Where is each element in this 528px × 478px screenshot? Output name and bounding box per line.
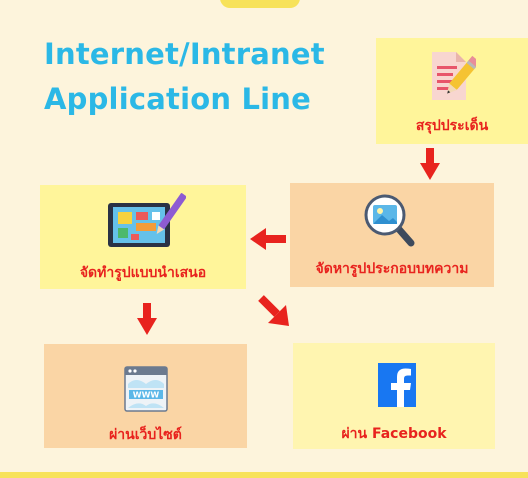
title-line-1: Internet/Intranet xyxy=(44,37,325,71)
www-browser-icon: WWW xyxy=(124,366,168,412)
node-facebook: ผ่าน Facebook xyxy=(293,343,495,449)
arrow-design-to-facebook xyxy=(258,295,289,326)
node-summarize-label: สรุปประเด็น xyxy=(415,118,489,134)
arrow-find-images-to-design xyxy=(250,228,286,250)
title-line-2: Application Line xyxy=(44,82,312,116)
node-facebook-label: ผ่าน Facebook xyxy=(341,426,447,442)
node-design: จัดทำรูปแบบนำเสนอ xyxy=(40,185,246,289)
node-design-label: จัดทำรูปแบบนำเสนอ xyxy=(79,265,207,281)
node-find-images: จัดหารูปประกอบบทความ xyxy=(290,183,494,287)
arrow-design-to-website xyxy=(137,303,157,335)
facebook-icon xyxy=(378,363,416,407)
svg-text:WWW: WWW xyxy=(133,391,160,400)
top-decoration xyxy=(220,0,300,8)
image-search-icon xyxy=(364,194,415,247)
page-title: Internet/Intranet Application Line xyxy=(44,32,325,122)
node-website-label: ผ่านเว็บไซต์ xyxy=(109,427,182,443)
design-tablet-icon xyxy=(108,193,186,247)
arrow-summarize-to-find-images xyxy=(420,148,440,180)
node-summarize: สรุปประเด็น xyxy=(376,38,528,144)
node-find-images-label: จัดหารูปประกอบบทความ xyxy=(315,261,469,277)
node-website: WWW ผ่านเว็บไซต์ xyxy=(44,344,247,448)
document-pencil-icon xyxy=(432,52,476,100)
bottom-decoration xyxy=(0,472,528,478)
